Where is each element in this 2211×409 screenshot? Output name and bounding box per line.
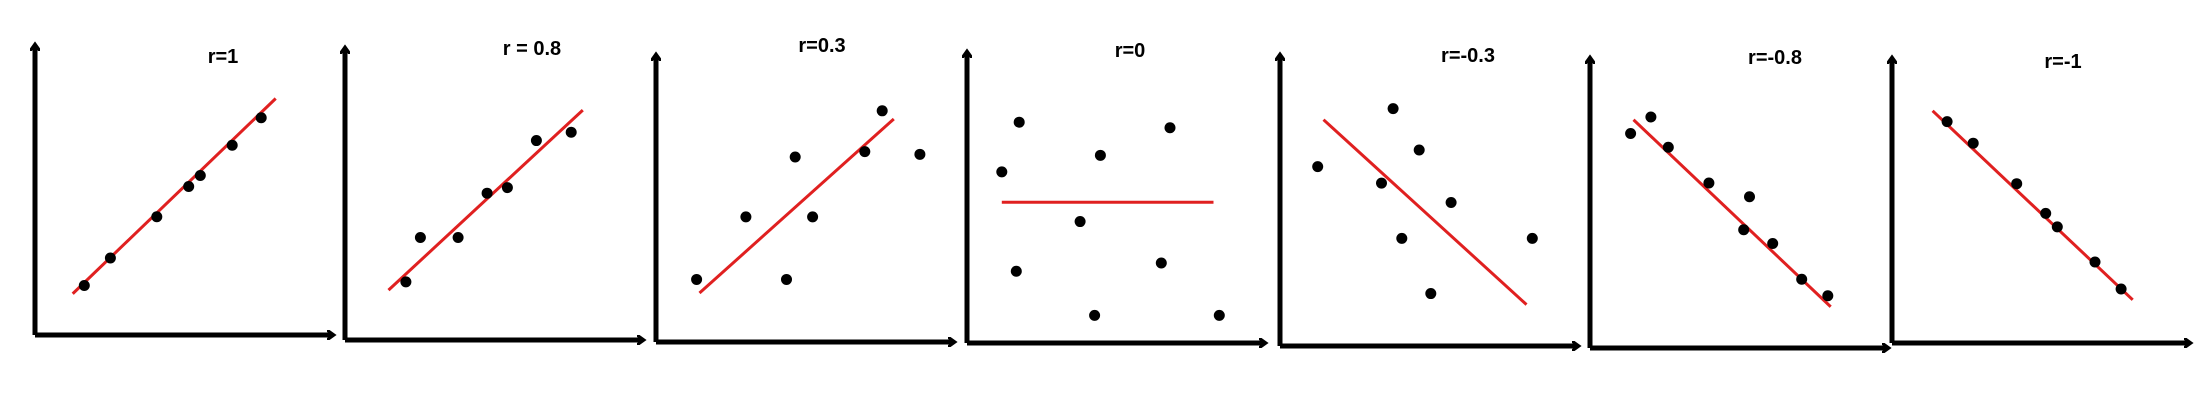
scatter-panel-r-neg-1: r=-1	[1892, 51, 2190, 343]
data-point	[740, 211, 752, 223]
data-point	[1089, 309, 1101, 321]
data-point	[1767, 238, 1779, 249]
panel-title: r=-0.3	[1441, 45, 1495, 67]
data-point	[1526, 232, 1538, 244]
data-point	[1645, 111, 1657, 123]
data-point	[691, 273, 703, 285]
data-point	[876, 105, 888, 117]
data-point	[859, 146, 871, 158]
data-point	[1376, 177, 1387, 189]
data-point	[565, 126, 577, 138]
data-point	[996, 166, 1008, 178]
data-point	[2089, 256, 2101, 268]
data-point	[414, 232, 426, 244]
data-point	[1164, 122, 1176, 134]
data-point	[1738, 224, 1750, 236]
scatter-panel-r-neg-0-8: r=-0.8	[1590, 47, 1888, 348]
panel-title: r=0	[1115, 40, 1146, 62]
scatter-panel-r-0: r=0	[967, 40, 1265, 343]
panel-title: r=1	[208, 46, 239, 68]
data-point	[452, 232, 464, 244]
data-point	[1744, 191, 1755, 203]
scatter-panel-r-0-8: r = 0.8	[345, 38, 643, 340]
data-point	[1796, 273, 1808, 285]
fit-line	[698, 117, 895, 295]
data-point	[1396, 232, 1408, 244]
data-point	[151, 211, 163, 223]
panel-title: r = 0.8	[503, 38, 561, 60]
data-point	[530, 135, 542, 147]
data-point	[481, 187, 493, 199]
data-point	[2051, 221, 2063, 233]
data-point	[1413, 144, 1425, 156]
data-point	[2011, 178, 2023, 190]
data-point	[1155, 257, 1167, 269]
data-point	[400, 276, 412, 288]
data-point	[1662, 141, 1674, 153]
fit-line	[1322, 118, 1528, 306]
data-point	[1941, 116, 1953, 128]
data-point	[501, 182, 513, 194]
data-point	[194, 170, 206, 181]
data-point	[1074, 216, 1086, 228]
scatter-panel-r-1: r=1	[35, 45, 333, 335]
data-point	[1703, 177, 1715, 189]
panel-title: r=-1	[2044, 51, 2081, 73]
data-point	[226, 139, 238, 151]
data-point	[1625, 128, 1637, 139]
data-point	[1013, 116, 1025, 128]
data-point	[781, 273, 792, 285]
data-point	[1445, 196, 1457, 208]
data-point	[1213, 309, 1225, 321]
fit-line	[1931, 109, 2134, 301]
panel-title: r=-0.8	[1748, 47, 1802, 69]
data-point	[1967, 137, 1979, 149]
data-point	[2040, 207, 2052, 219]
fit-line	[71, 97, 277, 295]
data-point	[104, 252, 116, 264]
scatter-panel-r-neg-0-3: r=-0.3	[1280, 45, 1578, 346]
data-point	[1312, 161, 1324, 173]
data-point	[78, 280, 90, 291]
data-point	[807, 211, 819, 223]
data-point	[1822, 290, 1834, 302]
data-point	[255, 112, 267, 124]
data-point	[183, 181, 195, 192]
scatter-panel-r-0-3: r=0.3	[656, 35, 954, 342]
data-point	[1094, 149, 1106, 161]
data-point	[1387, 103, 1399, 115]
data-point	[2115, 283, 2127, 295]
fit-line	[387, 108, 584, 292]
data-point	[914, 148, 926, 160]
panel-title: r=0.3	[798, 35, 845, 57]
data-point	[789, 151, 801, 163]
data-point	[1010, 265, 1022, 277]
data-point	[1425, 288, 1437, 300]
